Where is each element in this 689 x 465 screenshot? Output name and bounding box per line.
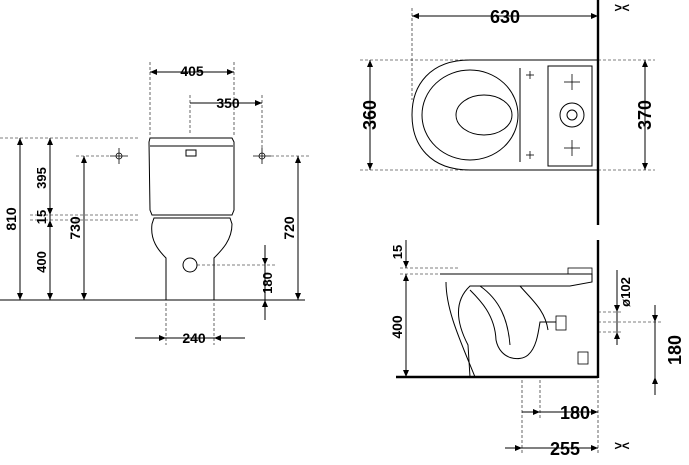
wall-mark-top: >< xyxy=(614,0,630,15)
bowl-outline xyxy=(151,217,233,301)
bolt-mark-left xyxy=(110,148,128,164)
dim-255: 255 xyxy=(550,439,580,459)
dim-diameter: ø102 xyxy=(618,277,633,307)
outlet-pipe xyxy=(519,285,549,331)
dim-350: 350 xyxy=(216,95,240,111)
seat-outline xyxy=(421,69,519,161)
bowl-opening xyxy=(455,94,513,136)
wall-mark-side: >< xyxy=(614,438,630,453)
dim-395: 395 xyxy=(34,167,49,189)
bolt-mark-right xyxy=(253,148,271,164)
dim-15-front: 15 xyxy=(34,210,49,224)
dim-405: 405 xyxy=(180,63,204,79)
dim-400-side: 400 xyxy=(389,315,405,339)
tank-top-outline xyxy=(547,65,593,167)
dim-730: 730 xyxy=(67,216,83,240)
bowl-section-front xyxy=(445,281,476,378)
dim-180-front: 180 xyxy=(260,272,275,294)
dim-15-side: 15 xyxy=(390,245,405,259)
top-view: 630 >< 360 370 xyxy=(360,0,655,225)
outlet-circle xyxy=(182,257,198,273)
dim-630: 630 xyxy=(490,7,520,27)
flush-valve xyxy=(559,102,585,128)
trap-inner xyxy=(479,285,511,346)
trap-outline xyxy=(469,289,556,360)
flush-button xyxy=(185,149,197,157)
front-view: 405 350 810 395 15 400 730 xyxy=(0,62,310,346)
dim-180-side-bottom: 180 xyxy=(560,403,590,423)
tank-base-side xyxy=(567,267,593,275)
dim-240: 240 xyxy=(182,330,206,346)
dim-370: 370 xyxy=(635,100,655,130)
tank-outline xyxy=(148,137,235,216)
dim-360: 360 xyxy=(360,100,380,130)
outlet-spigot xyxy=(555,315,567,331)
dim-810: 810 xyxy=(3,207,19,231)
fixing-bracket xyxy=(577,351,589,365)
dim-400-front: 400 xyxy=(34,251,49,273)
tank-bolts-top xyxy=(526,71,580,159)
dim-180-side-right: 180 xyxy=(665,335,685,365)
bowl-top-outline xyxy=(411,59,597,171)
side-view: 15 400 ø102 180 180 255 >< xyxy=(389,240,685,459)
bowl-section-outer xyxy=(440,273,593,378)
dim-720: 720 xyxy=(281,216,297,240)
